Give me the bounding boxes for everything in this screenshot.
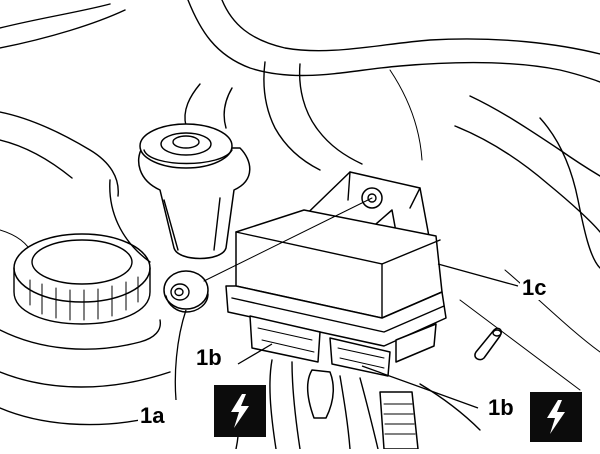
label-1a: 1a [138, 403, 167, 428]
label-1b-top: 1b [194, 345, 224, 370]
lightning-bolt-icon [530, 392, 582, 442]
leader-lines [174, 263, 519, 409]
label-1b-bottom: 1b [486, 395, 516, 420]
background-hoses [0, 0, 600, 391]
filler-neck [109, 123, 251, 263]
label-1c: 1c [520, 275, 549, 300]
mounting-axis-line [203, 197, 373, 282]
lightning-bolt-icon [214, 385, 266, 437]
lightning-bolt-glyph [547, 400, 565, 434]
reservoir-cap [0, 233, 171, 426]
nut-1a [163, 270, 209, 313]
relay-box [225, 171, 447, 377]
loose-stud [474, 327, 503, 361]
wiring-harness [235, 359, 481, 450]
lightning-bolt-glyph [231, 394, 249, 428]
